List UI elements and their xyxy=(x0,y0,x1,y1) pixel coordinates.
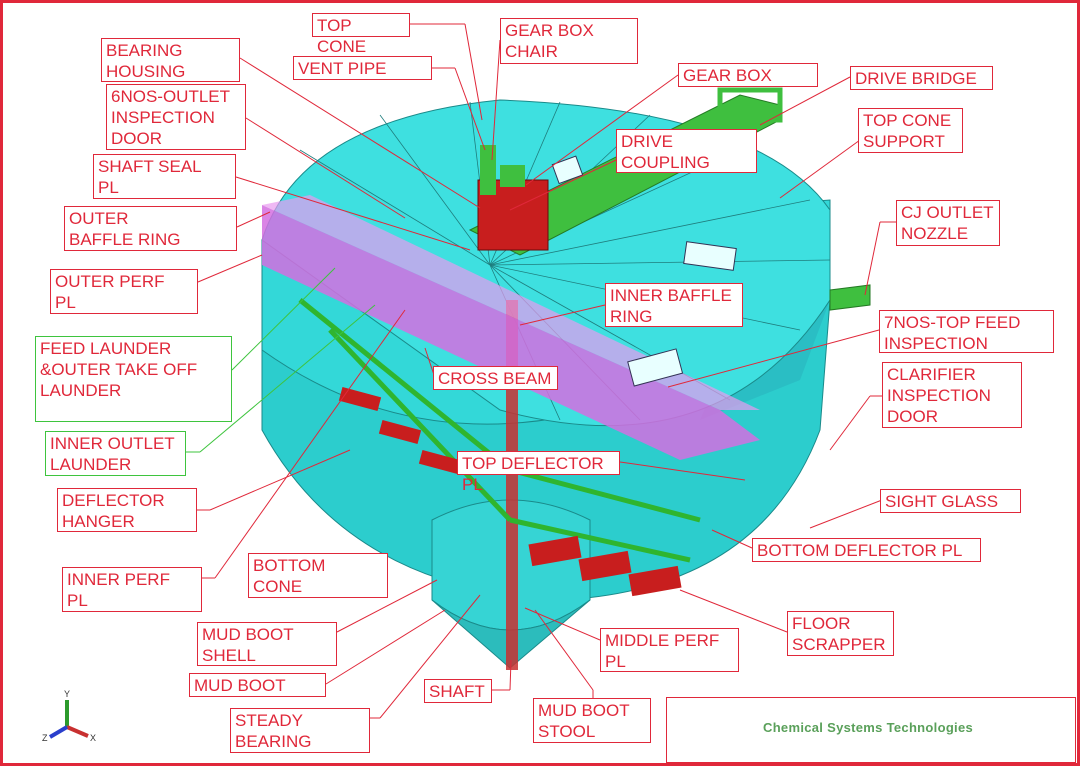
label-top-cone: TOP CONE xyxy=(312,13,410,56)
label-inner-outlet-launder: INNER OUTLET LAUNDER xyxy=(45,431,186,476)
label-mud-boot-stool: MUD BOOT STOOL xyxy=(533,698,651,743)
axis-x-label: X xyxy=(90,733,97,743)
green-leader-lines xyxy=(186,267,376,453)
axis-y-label: Y xyxy=(64,689,71,699)
label-gear-box-chair: GEAR BOX CHAIR xyxy=(500,18,638,64)
label-bottom-deflector-pl: BOTTOM DEFLECTOR PL xyxy=(752,538,981,562)
label-middle-perf-pl: MIDDLE PERF PL xyxy=(600,628,739,672)
label-sight-glass: SIGHT GLASS xyxy=(880,489,1021,513)
rake-arms xyxy=(298,298,701,563)
company-logo-panel: Chemical Systems Technologies xyxy=(666,697,1076,763)
label-shaft: SHAFT xyxy=(424,679,492,703)
axis-z-label: Z xyxy=(42,733,48,743)
label-outer-baffle-ring: OUTER BAFFLE RING xyxy=(64,206,237,251)
company-name: Chemical Systems Technologies xyxy=(763,720,974,735)
label-feed-launder: FEED LAUNDER &OUTER TAKE OFF LAUNDER xyxy=(35,336,232,422)
label-vent-pipe: VENT PIPE xyxy=(293,56,432,80)
label-top-feed-inspection: 7NOS-TOP FEED INSPECTION xyxy=(879,310,1054,353)
label-inner-perf-pl: INNER PERF PL xyxy=(62,567,202,612)
label-steady-bearing: STEADY BEARING xyxy=(230,708,370,753)
label-outer-perf-pl: OUTER PERF PL xyxy=(50,269,198,314)
label-mud-boot-shell: MUD BOOT SHELL xyxy=(197,622,337,666)
label-cj-outlet-nozzle: CJ OUTLET NOZZLE xyxy=(896,200,1000,246)
label-clarifier-inspection-door: CLARIFIER INSPECTION DOOR xyxy=(882,362,1022,428)
inspection-doors xyxy=(551,155,737,387)
label-deflector-hanger: DEFLECTOR HANGER xyxy=(57,488,197,532)
label-drive-bridge: DRIVE BRIDGE xyxy=(850,66,993,90)
label-mud-boot: MUD BOOT xyxy=(189,673,326,697)
label-outlet-inspection-door: 6NOS-OUTLET INSPECTION DOOR xyxy=(106,84,246,150)
axis-triad xyxy=(48,700,89,739)
launder-shape xyxy=(262,205,760,460)
label-drive-coupling: DRIVE COUPLING xyxy=(616,129,757,173)
label-shaft-seal-pl: SHAFT SEAL PL xyxy=(93,154,236,199)
label-floor-scrapper: FLOOR SCRAPPER xyxy=(787,611,894,656)
label-bottom-cone: BOTTOM CONE xyxy=(248,553,388,598)
shaft-shape xyxy=(506,300,518,670)
label-gear-box: GEAR BOX xyxy=(678,63,818,87)
label-bearing-housing: BEARING HOUSING xyxy=(101,38,240,82)
leader-lines xyxy=(197,23,896,719)
label-top-cone-support: TOP CONE SUPPORT xyxy=(858,108,963,153)
label-cross-beam: CROSS BEAM xyxy=(433,366,558,390)
cj-outlet-nozzle-shape xyxy=(829,284,871,311)
label-inner-baffle-ring: INNER BAFFLE RING xyxy=(605,283,743,327)
floor-scrapers xyxy=(338,387,682,597)
label-top-deflector-pl: TOP DEFLECTOR PL xyxy=(457,451,620,494)
